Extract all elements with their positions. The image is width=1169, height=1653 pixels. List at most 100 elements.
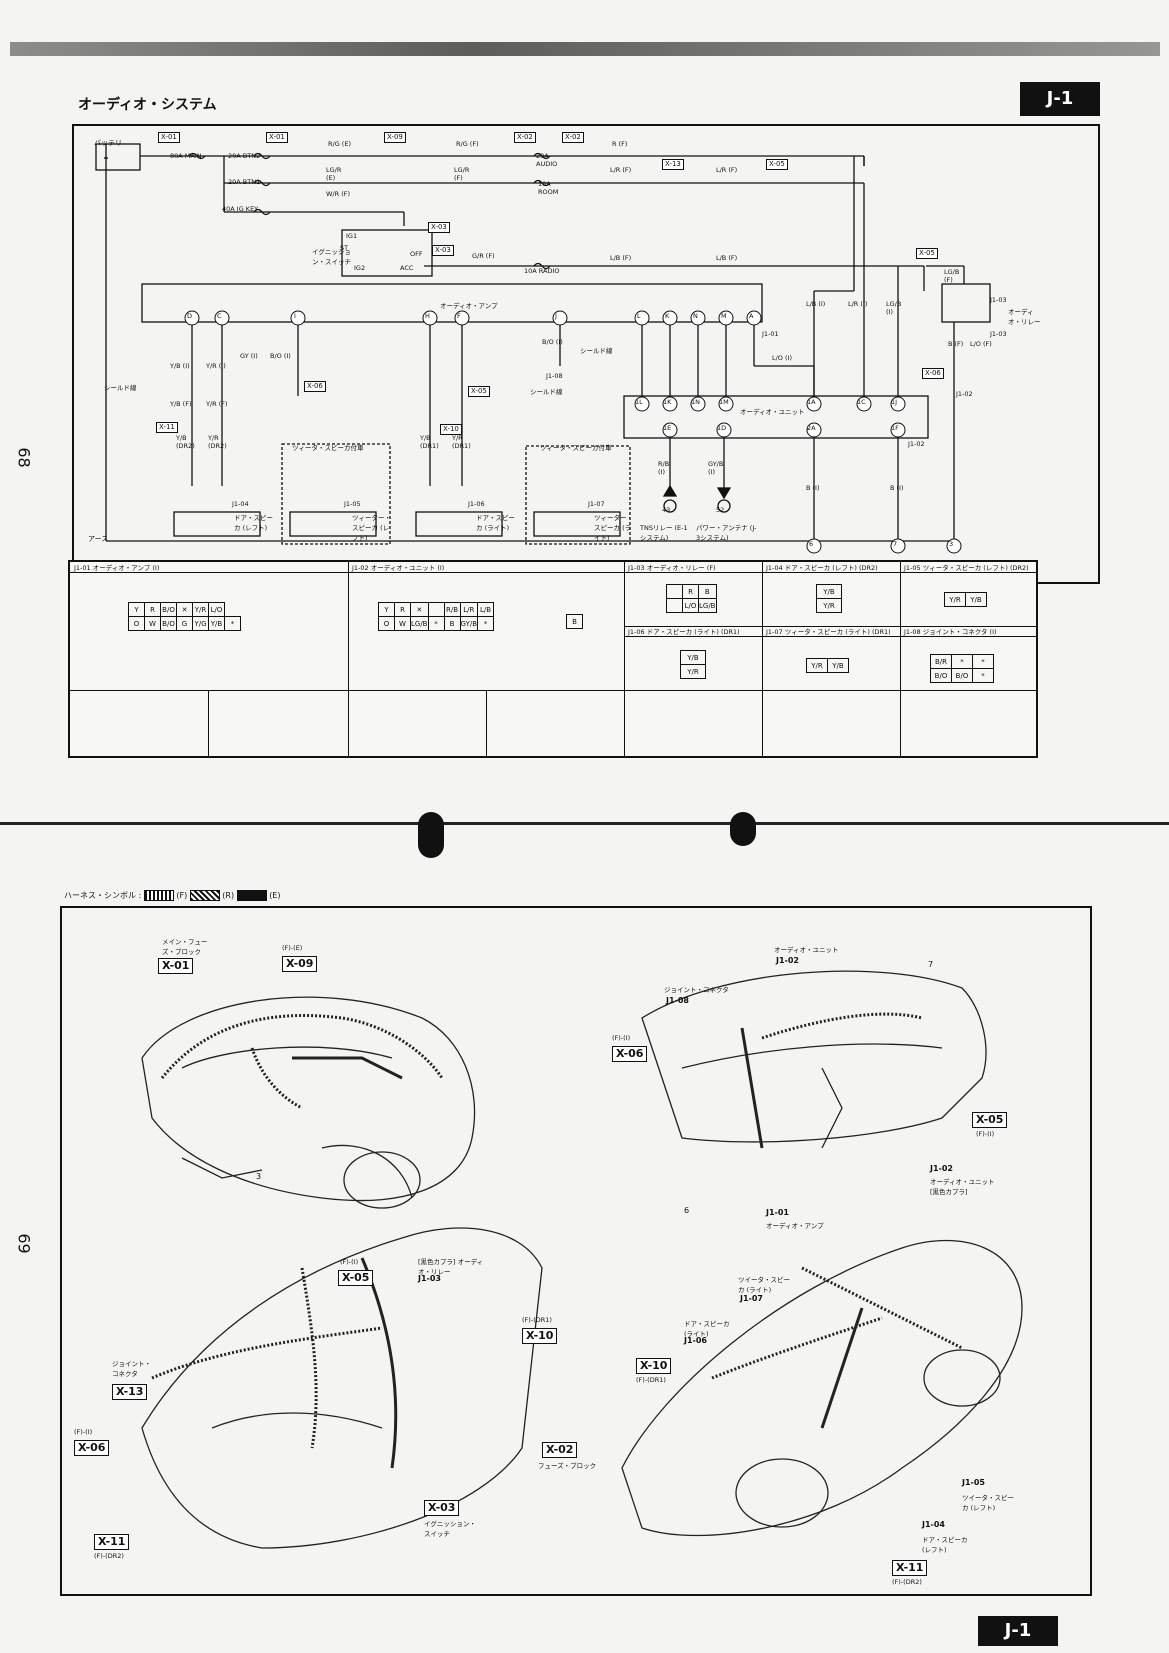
ground-6-dash: 6 [684, 1206, 690, 1215]
cap-joint-connector: ジョイント・コネクタ [664, 986, 729, 994]
joint-j1-01: J1-01 [762, 330, 779, 338]
cell: L/O [208, 602, 225, 617]
connector-view-grid: J1-01 オーディオ・アンプ (I) J1-02 オーディオ・ユニット (I)… [68, 560, 1038, 758]
cap-main-fuse-block: メイン・フューズ・ブロック [162, 938, 208, 956]
output-43-num: 43 [662, 506, 671, 514]
cell: B/O [951, 668, 973, 683]
fuse-20a-audio: 20A AUDIO [536, 152, 558, 168]
conn-j1-07-title: J1-07 ツィータ・スピーカ (ライト) (DR1) [766, 628, 891, 636]
wire-yb-dr1: Y/B (DR1) [420, 434, 439, 450]
legend-swatch-r [189, 890, 220, 901]
connector-x13: X-13 [662, 159, 684, 170]
shield-label-a: シールド線 [104, 384, 137, 392]
joint-j1-02-a: J1-02 [956, 390, 973, 398]
connector-j1-05: Y/R Y/B [944, 592, 987, 607]
connector-x05-relay: X-05 [916, 248, 938, 259]
amp-pin-f: F [457, 312, 461, 320]
wire-yr-dr2: Y/R (DR2) [208, 434, 227, 450]
output-power-antenna: パワー・アンテナ (J-3システム) [696, 524, 757, 542]
cell: O [378, 616, 395, 631]
wire-lr-i: L/R (I) [848, 300, 868, 308]
schematic-frame [72, 124, 1100, 584]
connector-x03-b: X-03 [432, 245, 454, 256]
cell: O [128, 616, 145, 631]
cell: L/B [477, 602, 495, 617]
connector-j1-02: Y R ✕ R/B L/R L/B O W LG/B * B GY/B * [378, 602, 495, 631]
shield-label-c: シールド線 [580, 347, 613, 355]
scan-edge-top [10, 42, 1160, 56]
ignition-pos-off: OFF [410, 250, 423, 258]
connector-x06-a: X-06 [304, 381, 326, 392]
unit-pin-1a: 1A [807, 398, 816, 406]
cell: Y/R [192, 602, 209, 617]
connector-j1-02-2a: B [566, 614, 583, 629]
unit-pin-1d: 1D [717, 424, 727, 432]
cell: Y/R [944, 592, 966, 607]
wire-rg-e: R/G (E) [328, 140, 351, 148]
callout-x11-int: X-11 [94, 1534, 130, 1550]
connector-x06-b: X-06 [922, 368, 944, 379]
cell: Y [378, 602, 395, 617]
output-tns-relay: TNSリレー (E-1システム) [640, 524, 688, 542]
unit-pin-1j: 1J [891, 398, 898, 406]
connector-x11: X-11 [156, 422, 178, 433]
cap-j1-02-bottom: オーディオ・ユニット [黒色カプラ] [930, 1178, 995, 1196]
cap-x05-int: (F)-(I) [340, 1258, 359, 1266]
legend-swatch-f [143, 890, 174, 901]
wire-lb-f-a: L/B (F) [610, 254, 632, 262]
ground-3-engine: 3 [256, 1172, 262, 1181]
joint-j1-08: J1-08 [546, 372, 563, 380]
cell: Y/B [680, 650, 706, 665]
unit-pin-1l: 1L [635, 398, 643, 406]
conn-j1-02-title: J1-02 オーディオ・ユニット (I) [352, 564, 445, 572]
amp-pin-h: H [425, 312, 430, 320]
callout-x06-int: X-06 [74, 1440, 110, 1456]
wire-b-f: B (F) [948, 340, 964, 348]
speaker-tweeter-left: ツィーター・スピーカ (レフト) [352, 514, 391, 542]
cell: Y/R [680, 664, 706, 679]
connector-x01-b: X-01 [266, 132, 288, 143]
cap-x10-body: (F)-(DR1) [636, 1376, 666, 1384]
callout-j1-02-top: J1-02 [776, 956, 799, 965]
wire-lgr-f: LG/R (F) [454, 166, 470, 182]
connector-x02-b: X-02 [562, 132, 584, 143]
cap-x06-dash: (F)-(I) [612, 1034, 631, 1042]
wire-bo-i: B/O (I) [270, 352, 291, 360]
wire-gy-i: GY (I) [240, 352, 258, 360]
cell: W [394, 616, 411, 631]
callout-x09: X-09 [282, 956, 318, 972]
wiring-schematic [95, 143, 991, 554]
cap-j1-01: オーディオ・アンプ [766, 1222, 824, 1230]
speaker-door-left: ドア・スピーカ (レフト) [234, 514, 273, 532]
amp-pin-d: D [187, 312, 193, 320]
page-divider [0, 822, 1169, 825]
connector-x10: X-10 [440, 424, 462, 435]
ground-7-dash: 7 [928, 960, 934, 969]
amp-pin-n: N [693, 312, 698, 320]
cell: W [144, 616, 161, 631]
callout-j1-07: J1-07 [740, 1294, 763, 1303]
battery-label: バッテリ [94, 139, 122, 147]
wire-rg-f: R/G (F) [456, 140, 479, 148]
wire-yb-f: Y/B (F) [170, 400, 192, 408]
cell: L/O [682, 598, 699, 613]
unit-pin-1m: 1M [719, 398, 729, 406]
fuse-20a-btn1: 20A BTN1 [228, 178, 261, 186]
wire-rb-i: R/B (I) [658, 460, 670, 476]
page-number-top: 68 [14, 447, 34, 468]
amp-pin-k: K [665, 312, 670, 320]
callout-j1-06: J1-06 [684, 1336, 707, 1345]
unit-pin-1f: 1F [891, 424, 899, 432]
wire-lo-i: L/O (I) [772, 354, 792, 362]
cap-x11-int: (F)-(DR2) [94, 1552, 124, 1560]
connector-x09: X-09 [384, 132, 406, 143]
cell: LG/B [698, 598, 717, 613]
cell: R [144, 602, 161, 617]
cap-j1-05: ツイータ・スピーカ (レフト) [962, 1494, 1014, 1512]
conn-j1-06-title: J1-06 ドア・スピーカ (ライト) (DR1) [628, 628, 740, 636]
callout-x13: X-13 [112, 1384, 148, 1400]
harness-legend: ハーネス・シンボル : (F) (R) (E) [64, 890, 280, 901]
cell: * [477, 616, 495, 631]
wire-yr-i: Y/R (I) [206, 362, 226, 370]
